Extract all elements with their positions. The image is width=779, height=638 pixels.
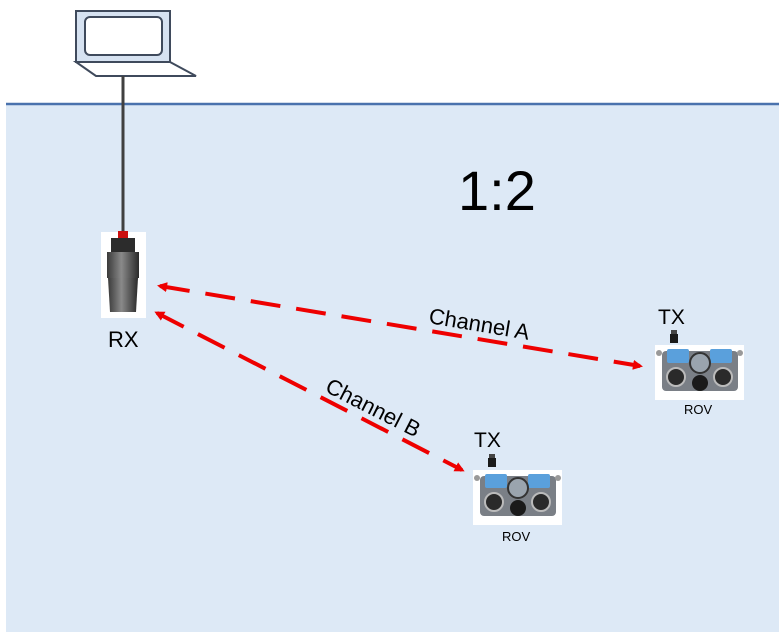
- tx-label-bottom: TX: [474, 429, 501, 452]
- rov-label-bottom: ROV: [502, 529, 531, 544]
- rx-label: RX: [108, 327, 139, 352]
- ratio-label: 1:2: [458, 159, 536, 222]
- hydrophone-icon: [101, 231, 146, 318]
- laptop-icon: [72, 10, 197, 77]
- tx-transducer-icon: [488, 454, 496, 467]
- rov-icon: [473, 470, 562, 525]
- tx-transducer-icon: [670, 330, 678, 343]
- rov-icon: [655, 345, 744, 400]
- channel-b-arrow: [154, 311, 465, 472]
- tx-label-right: TX: [658, 306, 685, 329]
- rov-label-right: ROV: [684, 402, 713, 417]
